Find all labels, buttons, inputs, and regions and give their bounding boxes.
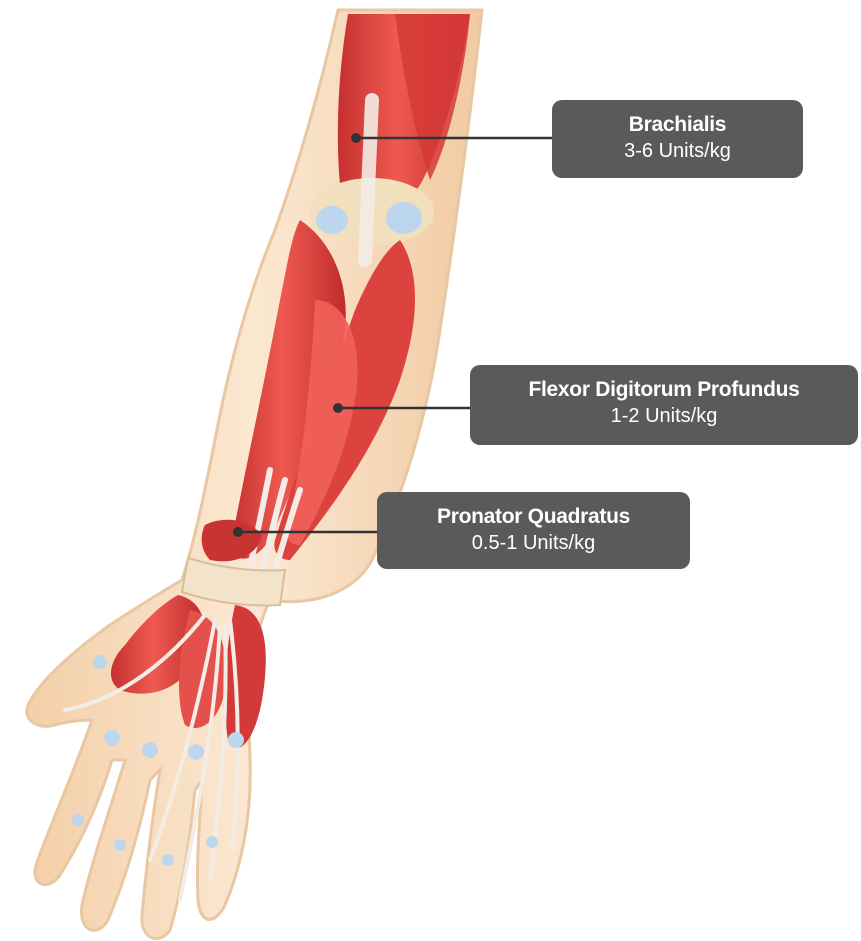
label-pq-dose: 0.5-1 Units/kg: [377, 530, 690, 556]
label-pq-title: Pronator Quadratus: [377, 504, 690, 530]
leader-dot-fdp: [333, 403, 343, 413]
label-brachialis-dose: 3-6 Units/kg: [552, 138, 803, 164]
biceps-tendon: [365, 100, 372, 260]
label-flexor-digitorum-profundus: Flexor Digitorum Profundus 1-2 Units/kg: [470, 365, 858, 445]
label-brachialis: Brachialis 3-6 Units/kg: [552, 100, 803, 178]
label-brachialis-title: Brachialis: [552, 112, 803, 138]
label-fdp-dose: 1-2 Units/kg: [470, 403, 858, 429]
leader-dot-brachialis: [351, 133, 361, 143]
elbow-cartilage-right: [386, 202, 422, 234]
label-pronator-quadratus: Pronator Quadratus 0.5-1 Units/kg: [377, 492, 690, 569]
leader-dot-pq: [233, 527, 243, 537]
elbow-cartilage-left: [316, 206, 348, 234]
label-fdp-title: Flexor Digitorum Profundus: [470, 377, 858, 403]
